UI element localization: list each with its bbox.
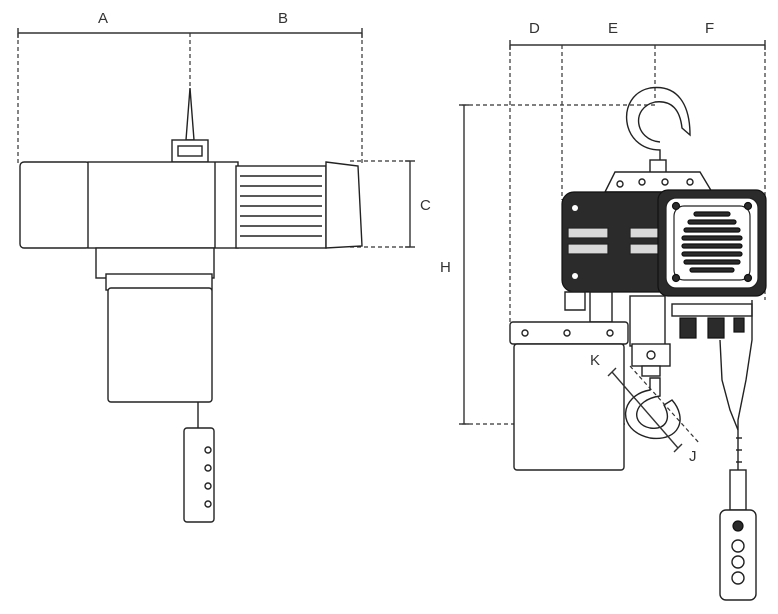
pendant-cable-front: [737, 300, 753, 470]
top-hook: [626, 86, 691, 170]
dimension-label-k: K: [590, 352, 600, 369]
gear-housing: [561, 191, 675, 293]
dimension-label-e: E: [608, 20, 618, 37]
chain-container-front: [513, 343, 625, 471]
dimension-label-d: D: [529, 20, 540, 37]
dimension-label-b: B: [278, 10, 288, 27]
pendant-control-front: [719, 509, 757, 601]
chain-guide: [629, 295, 666, 347]
motor-end-cap: [19, 161, 91, 249]
top-hanger: [185, 87, 195, 141]
dimension-line-kj: [611, 371, 679, 449]
dimension-label-f: F: [705, 20, 714, 37]
pendant-control: [183, 427, 215, 523]
dimension-label-j: J: [689, 448, 697, 465]
dimension-label-h: H: [440, 259, 451, 276]
bottom-hook-block: [631, 343, 671, 367]
dimension-label-c: C: [420, 197, 431, 214]
brake-cover: [325, 161, 363, 249]
dimension-label-a: A: [98, 10, 108, 27]
chain-container: [107, 287, 213, 403]
bottom-hook: [624, 377, 681, 440]
cooling-fins: [240, 175, 322, 237]
trolley-bracket: [95, 247, 215, 279]
fan-vent-slots: [681, 211, 743, 273]
side-view: [17, 28, 415, 523]
motor-body: [87, 161, 239, 249]
front-view: [459, 40, 767, 601]
